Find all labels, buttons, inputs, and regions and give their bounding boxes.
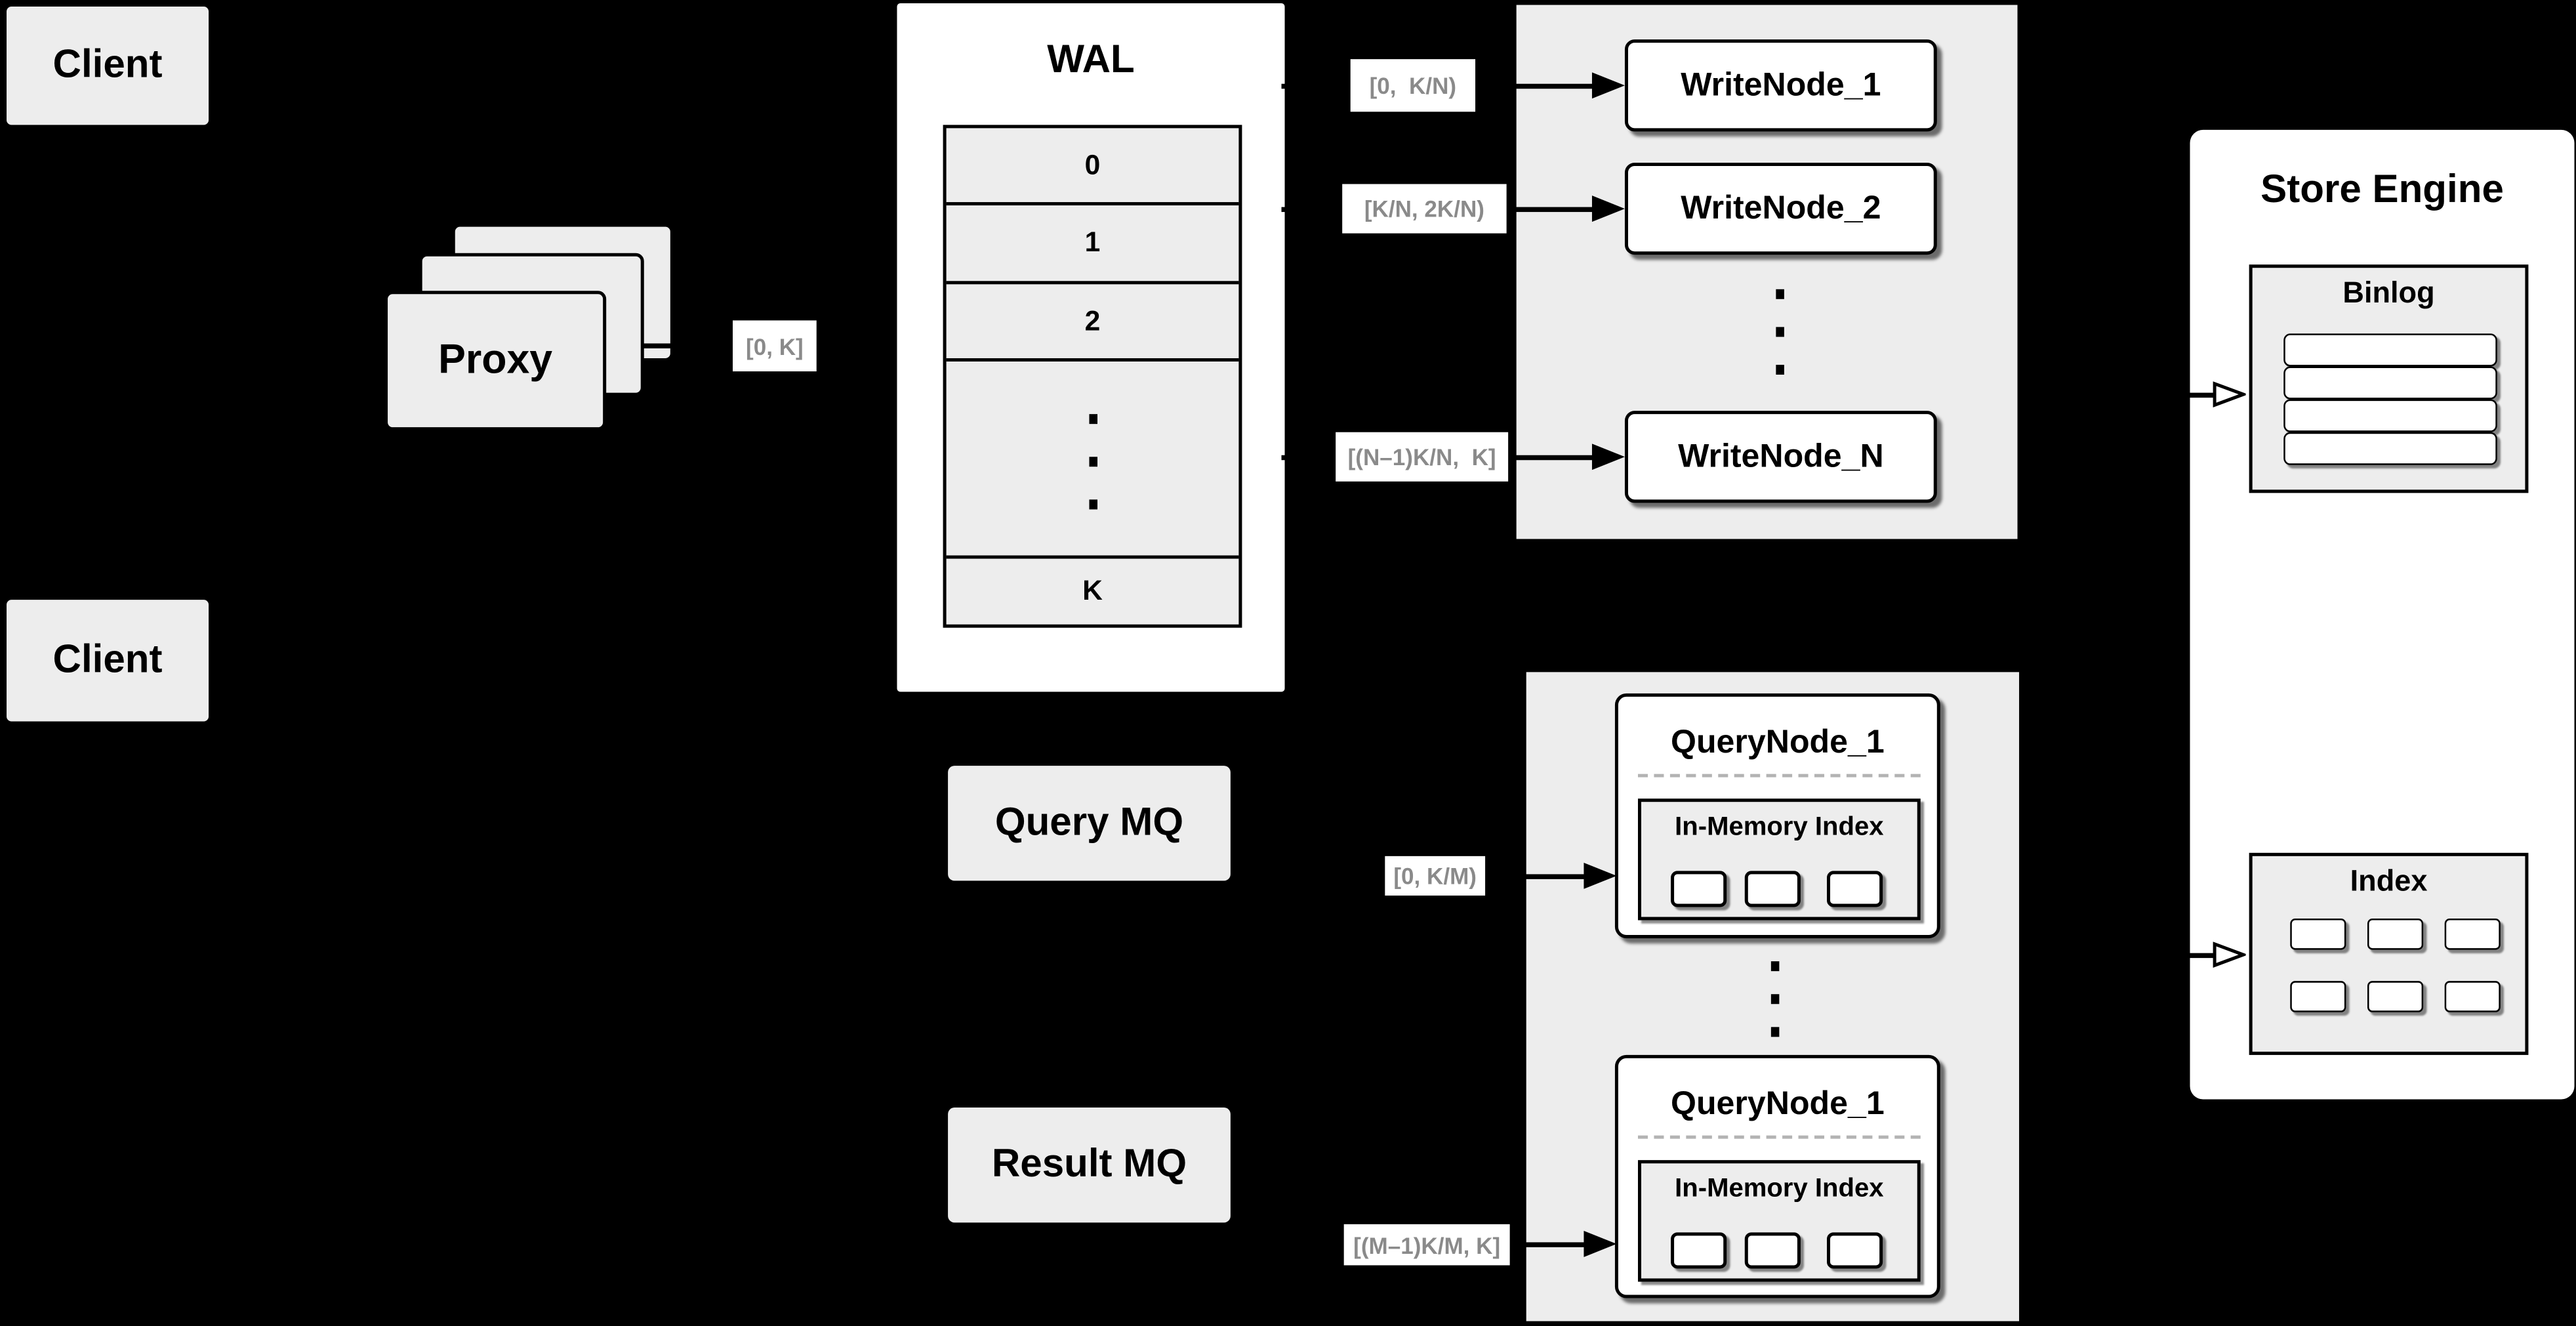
arrowhead-solid-icon (1584, 862, 1617, 889)
segment-box (1827, 871, 1883, 907)
edge-proxy-to-wal (558, 343, 897, 348)
index-cell (2444, 919, 2501, 950)
wal-title: WAL (1047, 38, 1135, 83)
ellipsis-dot (1776, 327, 1784, 337)
edge-label-to-write-2: [K/N, 2K/N) (1342, 184, 1507, 234)
write-node-2: WriteNode_2 (1624, 162, 1937, 255)
binlog-row (2283, 432, 2497, 465)
in-memory-index-box: In-Memory Index (1637, 798, 1921, 921)
arrowhead-solid-icon (1591, 444, 1625, 470)
binlog-title: Binlog (2342, 275, 2435, 308)
query-node-2: QueryNode_1 In-Memory Index (1614, 1054, 1940, 1298)
query-mq-label: Query MQ (994, 800, 1184, 846)
ellipsis-dot (1776, 364, 1784, 375)
wal-ellipsis-row (946, 362, 1239, 559)
edge-label-to-query-1: [0, K/M) (1385, 856, 1486, 896)
segment-box (1744, 871, 1801, 907)
ellipsis-dot (1776, 289, 1784, 299)
binlog-row (2283, 366, 2497, 400)
client-bottom-node: Client (7, 600, 209, 722)
index-cell (2290, 919, 2346, 950)
arrowhead-solid-icon (1584, 1230, 1617, 1257)
segment-box (1671, 1232, 1727, 1269)
binlog-row (2283, 333, 2497, 367)
arrowhead-solid-icon (1591, 72, 1625, 99)
store-engine-title: Store Engine (2260, 168, 2504, 213)
divider-dashed (1637, 1135, 1921, 1139)
edge-querygroup-to-index (2019, 953, 2217, 957)
wal-table: 0 1 2 K (943, 125, 1242, 628)
edge-label-to-query-2: [(M–1)K/M, K] (1343, 1224, 1510, 1266)
index-cell (2367, 981, 2424, 1012)
segment-box (1671, 871, 1727, 907)
arrowhead-hollow-icon (2213, 942, 2246, 968)
result-mq-label: Result MQ (991, 1142, 1187, 1188)
arrowhead-solid-icon (1591, 196, 1625, 222)
divider-dashed (1637, 774, 1921, 777)
edge-label-to-write-n: [(N–1)K/N, K] (1336, 432, 1509, 482)
index-cell (2290, 981, 2346, 1012)
query-node-1-title: QueryNode_1 (1670, 724, 1885, 760)
segment-box (1744, 1232, 1801, 1269)
edge-label-to-write-1: [0, K/N) (1350, 59, 1476, 112)
wal-slot-row: 1 (946, 205, 1239, 285)
ellipsis-dot (1089, 414, 1098, 425)
edge-label-proxy-out: [0, K] (733, 320, 817, 372)
segment-box (1827, 1232, 1883, 1269)
ellipsis-dot (1770, 994, 1780, 1005)
query-mq-node: Query MQ (948, 766, 1231, 881)
in-memory-index-title: In-Memory Index (1675, 812, 1884, 841)
query-node-2-title: QueryNode_1 (1670, 1085, 1885, 1122)
binlog-row (2283, 399, 2497, 432)
write-node-1-label: WriteNode_1 (1681, 66, 1881, 103)
wal-slot-row: K (1082, 575, 1103, 607)
in-memory-index-title: In-Memory Index (1675, 1174, 1884, 1203)
client-top-node: Client (7, 7, 209, 125)
arrowhead-hollow-icon (2213, 381, 2246, 407)
proxy-node: Proxy (384, 291, 607, 431)
index-cell (2367, 919, 2424, 950)
index-title: Index (2350, 863, 2428, 897)
client-top-label: Client (52, 43, 163, 88)
write-node-1: WriteNode_1 (1624, 39, 1937, 132)
ellipsis-dot (1089, 457, 1098, 467)
index-cell (2444, 981, 2501, 1012)
result-mq-node: Result MQ (948, 1108, 1231, 1223)
ellipsis-dot (1089, 499, 1098, 510)
edge-writegroup-to-binlog (2019, 392, 2217, 397)
write-node-n-label: WriteNode_N (1678, 438, 1884, 474)
client-bottom-label: Client (52, 638, 163, 683)
proxy-label: Proxy (438, 337, 553, 384)
query-node-1: QueryNode_1 In-Memory Index (1614, 693, 1940, 939)
ellipsis-dot (1770, 1027, 1780, 1037)
wal-slot-row: 2 (946, 284, 1239, 362)
write-node-2-label: WriteNode_2 (1681, 190, 1881, 226)
write-node-n: WriteNode_N (1624, 411, 1937, 503)
wal-slot-row: 0 (946, 128, 1239, 206)
in-memory-index-box: In-Memory Index (1637, 1160, 1921, 1282)
index-box (2249, 852, 2529, 1055)
ellipsis-dot (1770, 961, 1780, 972)
